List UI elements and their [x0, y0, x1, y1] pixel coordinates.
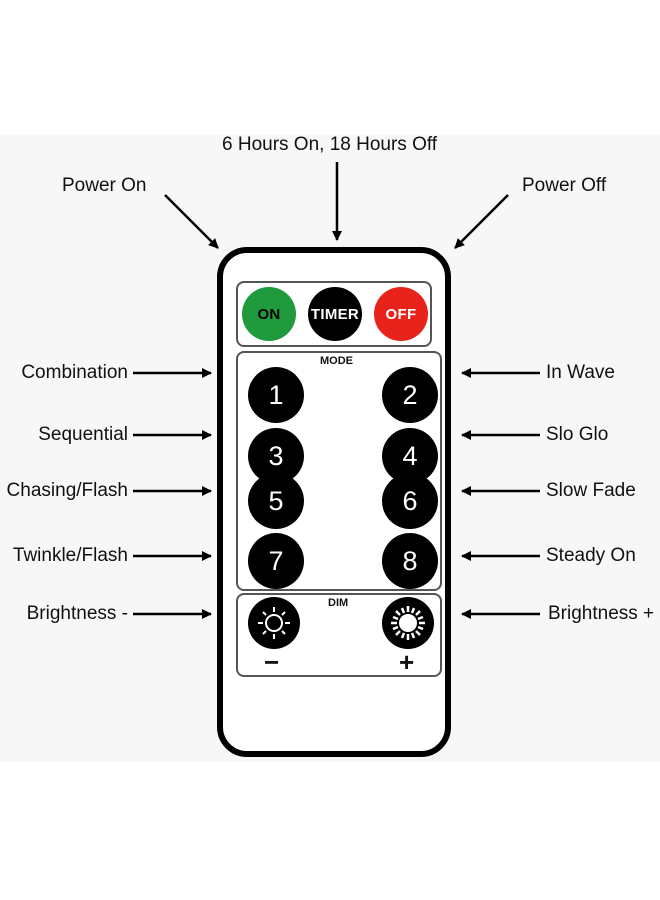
label-twinkle-flash: Twinkle/Flash	[12, 545, 128, 566]
remote-control: ON TIMER OFF MODE 1 2 3 4 5 6 7 8 DIM	[217, 247, 451, 757]
mode-button-2[interactable]: 2	[382, 367, 438, 423]
label-brightness-plus: Brightness +	[548, 603, 655, 624]
mode-button-1[interactable]: 1	[248, 367, 304, 423]
label-steady-on: Steady On	[546, 545, 636, 566]
label-slow-fade: Slow Fade	[546, 480, 636, 501]
off-button[interactable]: OFF	[374, 287, 428, 341]
mode-button-8[interactable]: 8	[382, 533, 438, 589]
mode-title: MODE	[320, 355, 353, 367]
label-sequential: Sequential	[38, 424, 128, 445]
mode-button-6[interactable]: 6	[382, 473, 438, 529]
minus-sign: −	[264, 647, 280, 677]
power-box: ON TIMER OFF	[236, 281, 432, 347]
plus-sign: +	[399, 647, 415, 677]
mode-box: MODE 1 2 3 4 5 6 7 8	[236, 351, 442, 591]
mode-button-5[interactable]: 5	[248, 473, 304, 529]
label-brightness-minus: Brightness -	[26, 603, 128, 624]
arrow-power-off	[454, 194, 509, 249]
arrow-power-on	[164, 194, 219, 249]
label-timer: 6 Hours On, 18 Hours Off	[222, 134, 438, 155]
label-combination: Combination	[21, 362, 128, 383]
mode-button-7[interactable]: 7	[248, 533, 304, 589]
label-slo-glo: Slo Glo	[546, 424, 609, 445]
label-power-off: Power Off	[522, 175, 607, 196]
label-in-wave: In Wave	[546, 362, 615, 383]
sun-outline-icon	[258, 607, 290, 639]
timer-button[interactable]: TIMER	[308, 287, 362, 341]
label-power-on: Power On	[62, 175, 147, 196]
dim-plus-button[interactable]	[382, 597, 434, 649]
sun-filled-icon	[391, 606, 425, 640]
dim-box: DIM	[236, 593, 442, 677]
on-button[interactable]: ON	[242, 287, 296, 341]
dim-title: DIM	[328, 597, 349, 609]
dim-minus-button[interactable]	[248, 597, 300, 649]
mode-button-4[interactable]: 4	[382, 428, 438, 484]
label-chasing-flash: Chasing/Flash	[6, 480, 128, 501]
